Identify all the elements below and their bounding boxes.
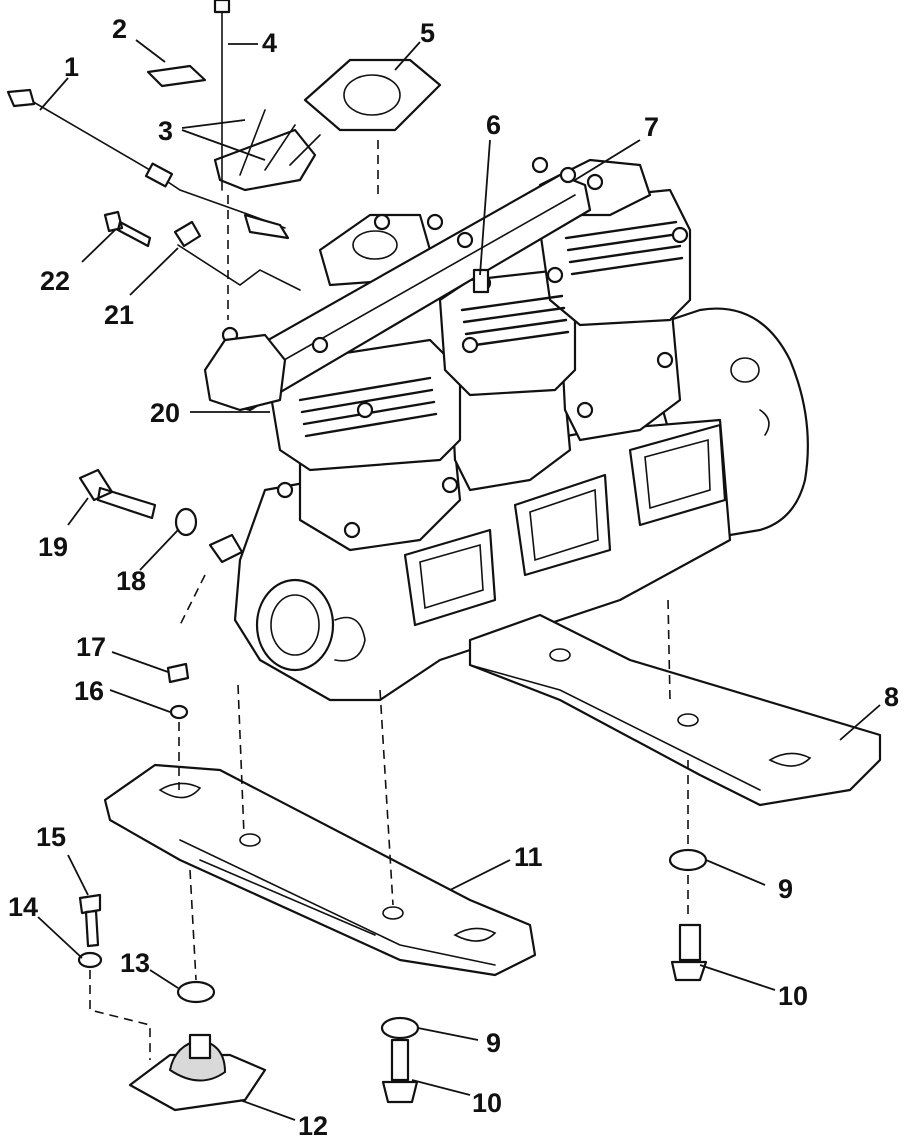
callout-4: 4 — [262, 28, 277, 58]
callout-14: 14 — [8, 892, 38, 922]
callout-21: 21 — [104, 300, 134, 330]
callout-5: 5 — [420, 18, 435, 48]
washer-14 — [77, 951, 103, 969]
callout-18: 18 — [116, 566, 146, 596]
callout-2: 2 — [112, 14, 127, 44]
washer-9-left — [380, 1016, 420, 1040]
callout-9-right: 9 — [778, 874, 793, 904]
screw-22 — [103, 210, 152, 248]
intake-flanges — [403, 423, 727, 627]
gasket — [303, 58, 442, 132]
leader-lines — [37, 39, 881, 1121]
callout-10-right: 10 — [778, 981, 808, 1011]
bolt-10-right — [670, 923, 708, 982]
washer-13 — [176, 980, 216, 1004]
callout-labels: 1 2 3 4 5 6 7 8 9 9 10 10 11 12 13 14 15… — [8, 14, 899, 1138]
engine-assembly — [203, 156, 809, 702]
crank-bore — [255, 578, 335, 672]
callout-19: 19 — [38, 532, 68, 562]
callout-16: 16 — [74, 676, 104, 706]
callout-3: 3 — [158, 116, 173, 146]
thermostat-housing — [203, 333, 287, 412]
callout-11: 11 — [514, 842, 543, 872]
callout-22: 22 — [40, 266, 70, 296]
callout-8: 8 — [884, 682, 899, 712]
callout-9-left: 9 — [486, 1028, 501, 1058]
cylinder-head-2 — [438, 268, 577, 397]
bolt-19 — [78, 468, 157, 520]
lug-21 — [173, 220, 202, 248]
callout-13: 13 — [120, 948, 150, 978]
callout-15: 15 — [36, 822, 66, 852]
washer-9-right — [668, 848, 708, 872]
callout-1: 1 — [64, 52, 79, 82]
callout-10-left: 10 — [472, 1088, 502, 1118]
callout-12: 12 — [298, 1111, 328, 1138]
callout-6: 6 — [486, 110, 501, 140]
callout-20: 20 — [150, 398, 180, 428]
washer-18 — [174, 507, 198, 537]
washer-16 — [169, 704, 189, 720]
bolt-15 — [78, 893, 102, 948]
callout-7: 7 — [644, 112, 659, 142]
right-mount-plate — [468, 613, 882, 807]
magneto-housing — [638, 307, 809, 542]
nut-17 — [166, 662, 190, 684]
left-mount-plate — [103, 763, 537, 977]
bolt-10-left — [381, 1038, 419, 1104]
callout-17: 17 — [76, 632, 106, 662]
decal — [146, 64, 207, 88]
rubber-mount-12 — [128, 1053, 267, 1112]
